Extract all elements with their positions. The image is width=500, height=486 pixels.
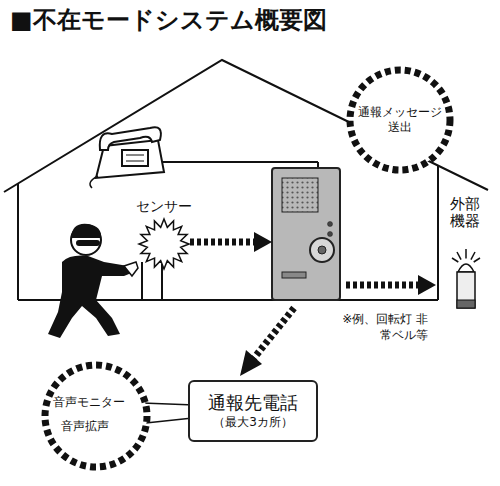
drawing-part bbox=[71, 224, 101, 238]
drawing-part bbox=[318, 246, 326, 254]
node-text: 音声拡声 bbox=[61, 419, 109, 434]
drawing-part bbox=[328, 222, 333, 227]
drawing-part bbox=[346, 282, 418, 289]
drawing-part bbox=[161, 264, 163, 300]
drawing-part bbox=[48, 256, 134, 338]
signal-arrows bbox=[190, 232, 436, 376]
callout-circle: 通報メッセージ 送出 bbox=[346, 66, 454, 174]
drawing-part bbox=[272, 168, 340, 300]
drawing-part bbox=[328, 232, 333, 237]
node-text: センサー bbox=[122, 198, 206, 216]
drawing-part bbox=[282, 272, 306, 278]
node-text: 通報メッセージ 送出 bbox=[356, 105, 444, 135]
drawing-part bbox=[310, 238, 334, 262]
burglar-figure bbox=[48, 224, 138, 338]
drawing-part bbox=[254, 232, 272, 252]
node-text: 外部 機器 bbox=[450, 196, 482, 231]
drawing-part bbox=[190, 239, 254, 246]
drawing-part bbox=[418, 275, 436, 295]
rotating-lamp-outline bbox=[443, 248, 489, 316]
lamp-symbol bbox=[452, 249, 480, 308]
drawing-part bbox=[126, 161, 144, 162]
drawing-part bbox=[124, 262, 138, 276]
note-label: ※例、回転灯 非常ベル等 bbox=[342, 312, 428, 343]
drawing-part bbox=[126, 155, 144, 156]
drawing-part bbox=[240, 350, 262, 376]
sensor-burst-outline bbox=[122, 218, 206, 272]
telephone bbox=[90, 127, 164, 188]
dashed-ring bbox=[45, 365, 147, 467]
node-text: 音声モニター bbox=[53, 395, 125, 410]
drawing-part bbox=[122, 150, 148, 166]
drawing-part bbox=[141, 262, 143, 300]
sensor-burst: センサー bbox=[122, 198, 206, 270]
starburst bbox=[139, 219, 189, 269]
drawing-part bbox=[76, 240, 100, 246]
drawing-part bbox=[282, 178, 318, 212]
drawing-part bbox=[160, 161, 318, 163]
node-text: （最大3カ所） bbox=[213, 415, 293, 430]
drawing-part bbox=[17, 184, 19, 300]
rotating-lamp: 外部 機器 bbox=[443, 196, 489, 318]
callout-circle-outline bbox=[41, 361, 151, 471]
drawing-part bbox=[4, 60, 488, 192]
callout-circle: 音声モニター音声拡声 bbox=[41, 361, 151, 471]
node-text: 通報先電話 bbox=[208, 392, 298, 415]
dashed-ring bbox=[350, 70, 450, 170]
drawing-part bbox=[437, 166, 439, 300]
alarm-unit bbox=[272, 168, 340, 300]
diagram-title: ■不在モードシステム概要図 bbox=[10, 4, 327, 36]
drawing-part bbox=[90, 176, 98, 188]
process-box: 通報先電話（最大3カ所） bbox=[188, 380, 318, 442]
drawing-part bbox=[254, 308, 294, 358]
drawing-part bbox=[100, 127, 161, 150]
